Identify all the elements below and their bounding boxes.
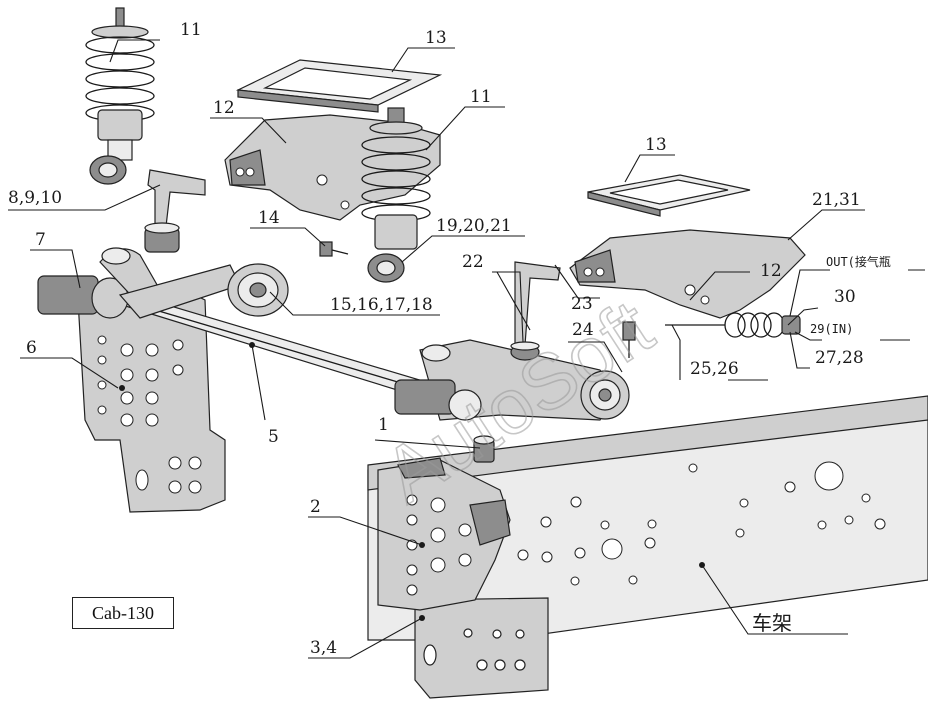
callout-11-top-left: 11 [180,20,202,40]
frame-rail [367,395,928,641]
callout-23: 23 [571,294,593,314]
left-arm-7 [37,247,241,319]
callout-12-left: 12 [213,98,235,118]
rear-bracket [414,597,549,699]
coil-spring-right-11 [361,107,431,283]
callout-13-top: 13 [425,28,447,48]
callout-30: 30 [834,287,856,307]
callout-21-31: 21,31 [812,190,861,210]
callout-27-28: 27,28 [815,348,864,368]
callout-15-18: 15,16,17,18 [330,295,433,315]
callout-6: 6 [26,338,37,358]
callout-24: 24 [572,320,594,340]
cab-mount-12a [224,114,441,221]
shock-bracket-8-10 [144,169,206,253]
drawing-code-label: Cab-130 [72,597,174,629]
callout-13-right: 13 [645,135,667,155]
callout-14: 14 [258,208,280,228]
right-arm-24 [394,339,630,421]
valve-fitting-23 [622,321,636,358]
callout-29-in: 29(IN) [810,322,853,336]
callout-12-right: 12 [760,261,782,281]
bushing-15-18 [227,263,289,317]
callout-labels: 11 13 12 11 8,9,10 14 19,20,21 13 21,31 … [8,20,891,658]
frame-label: 车架 [752,611,792,635]
callout-19-20-21: 19,20,21 [436,216,512,236]
mount-bracket-2 [377,457,511,611]
coil-spring-left-11 [85,7,155,185]
bushing-1 [473,435,495,463]
leader-lines [8,39,925,659]
callout-3-4: 3,4 [310,638,337,658]
callout-25-26: 25,26 [690,359,739,379]
callout-5: 5 [268,427,279,447]
callout-8-9-10: 8,9,10 [8,188,62,208]
callout-7: 7 [35,230,46,250]
callout-2: 2 [310,497,321,517]
left-bracket-6 [77,289,226,513]
callout-11-right: 11 [470,87,492,107]
callout-out: OUT(接气瓶 [826,254,891,269]
air-spring-27-28 [665,312,801,338]
callout-22: 22 [462,252,484,272]
cab-plate-13a [235,59,443,113]
cab-mount-12b [569,229,806,319]
cab-plate-13b [587,174,751,217]
bolt-14 [319,241,349,257]
callout-1: 1 [378,415,389,435]
